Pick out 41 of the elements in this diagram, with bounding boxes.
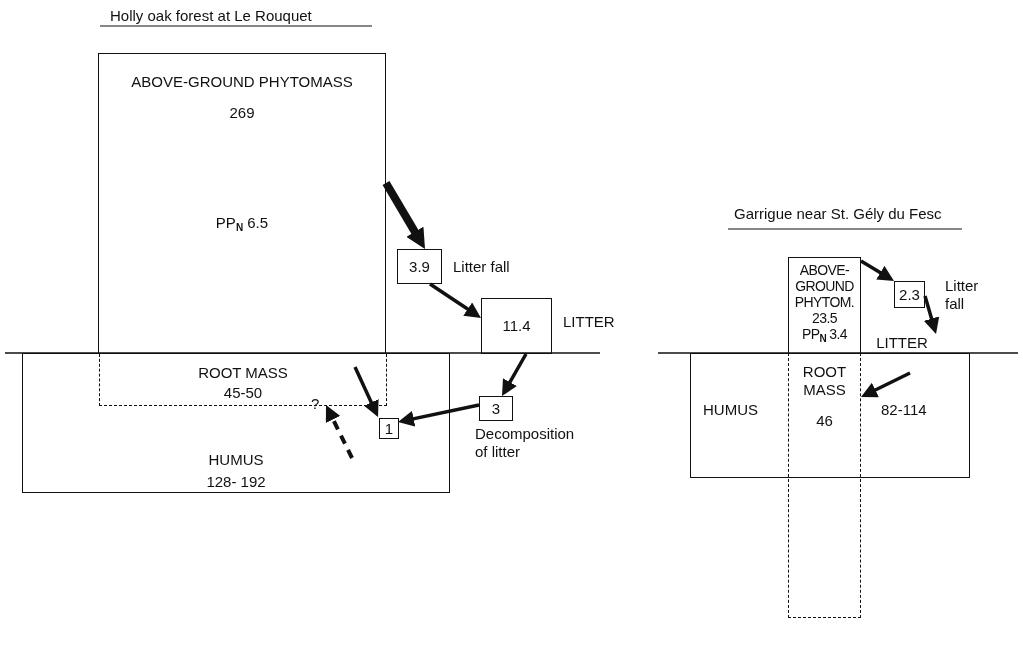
value-label: 269 (228, 104, 256, 122)
root-zone-box (788, 353, 861, 618)
value-label: 3 (491, 399, 501, 418)
compartment-label: HUMUS (703, 401, 758, 419)
compartment-label: ROOT MASS (197, 364, 289, 382)
compartment-label: ROOT MASS (801, 363, 848, 399)
diagram-heading: Garrigue near St. Gély du Fesc (734, 205, 942, 223)
flux-label: Decomposition of litter (475, 425, 576, 461)
flow-arrow (923, 295, 940, 334)
value-label: 82-114 (881, 401, 927, 419)
flow-arrow (325, 405, 354, 459)
compartment-label: ABOVE-GROUND PHYTOMASS (130, 73, 354, 91)
value-label: PP$_{N}$ 3.4 (801, 326, 848, 342)
flow-arrow (429, 282, 481, 318)
flow-arrow (861, 371, 911, 398)
soil-box (690, 353, 970, 478)
value-label: 3.9 (409, 257, 430, 276)
compartment-label: LITTER (876, 334, 928, 352)
flux-label: Litter fall (945, 277, 980, 313)
phytomass-box (788, 257, 861, 354)
value-label: 11.4 (502, 317, 531, 335)
value-label: 2.3 (899, 285, 920, 304)
flux-box (379, 418, 399, 439)
compartment-label: ABOVE- GROUND PHYTOM. (793, 262, 856, 310)
phytomass-box (98, 53, 386, 354)
flow-arrow (502, 353, 528, 396)
flow-arrow (353, 366, 379, 417)
flux-label: LITTER (563, 313, 615, 331)
value-label: PP$_{N}$ 6.5 (214, 214, 270, 232)
compartment-label: HUMUS (207, 451, 265, 469)
flux-label: Litter fall (453, 258, 510, 276)
flow-arrow (398, 403, 480, 427)
flow-arrow (860, 259, 894, 281)
soil-box (22, 353, 450, 493)
flow-arrow (382, 180, 425, 249)
value-label: 1 (384, 419, 394, 438)
value-label: 23.5 (812, 310, 837, 326)
value-label: 45-50 (222, 384, 264, 402)
value-label: 128- 192 (205, 473, 267, 491)
value-label: 46 (815, 412, 834, 430)
diagram-heading: Holly oak forest at Le Rouquet (110, 7, 312, 25)
